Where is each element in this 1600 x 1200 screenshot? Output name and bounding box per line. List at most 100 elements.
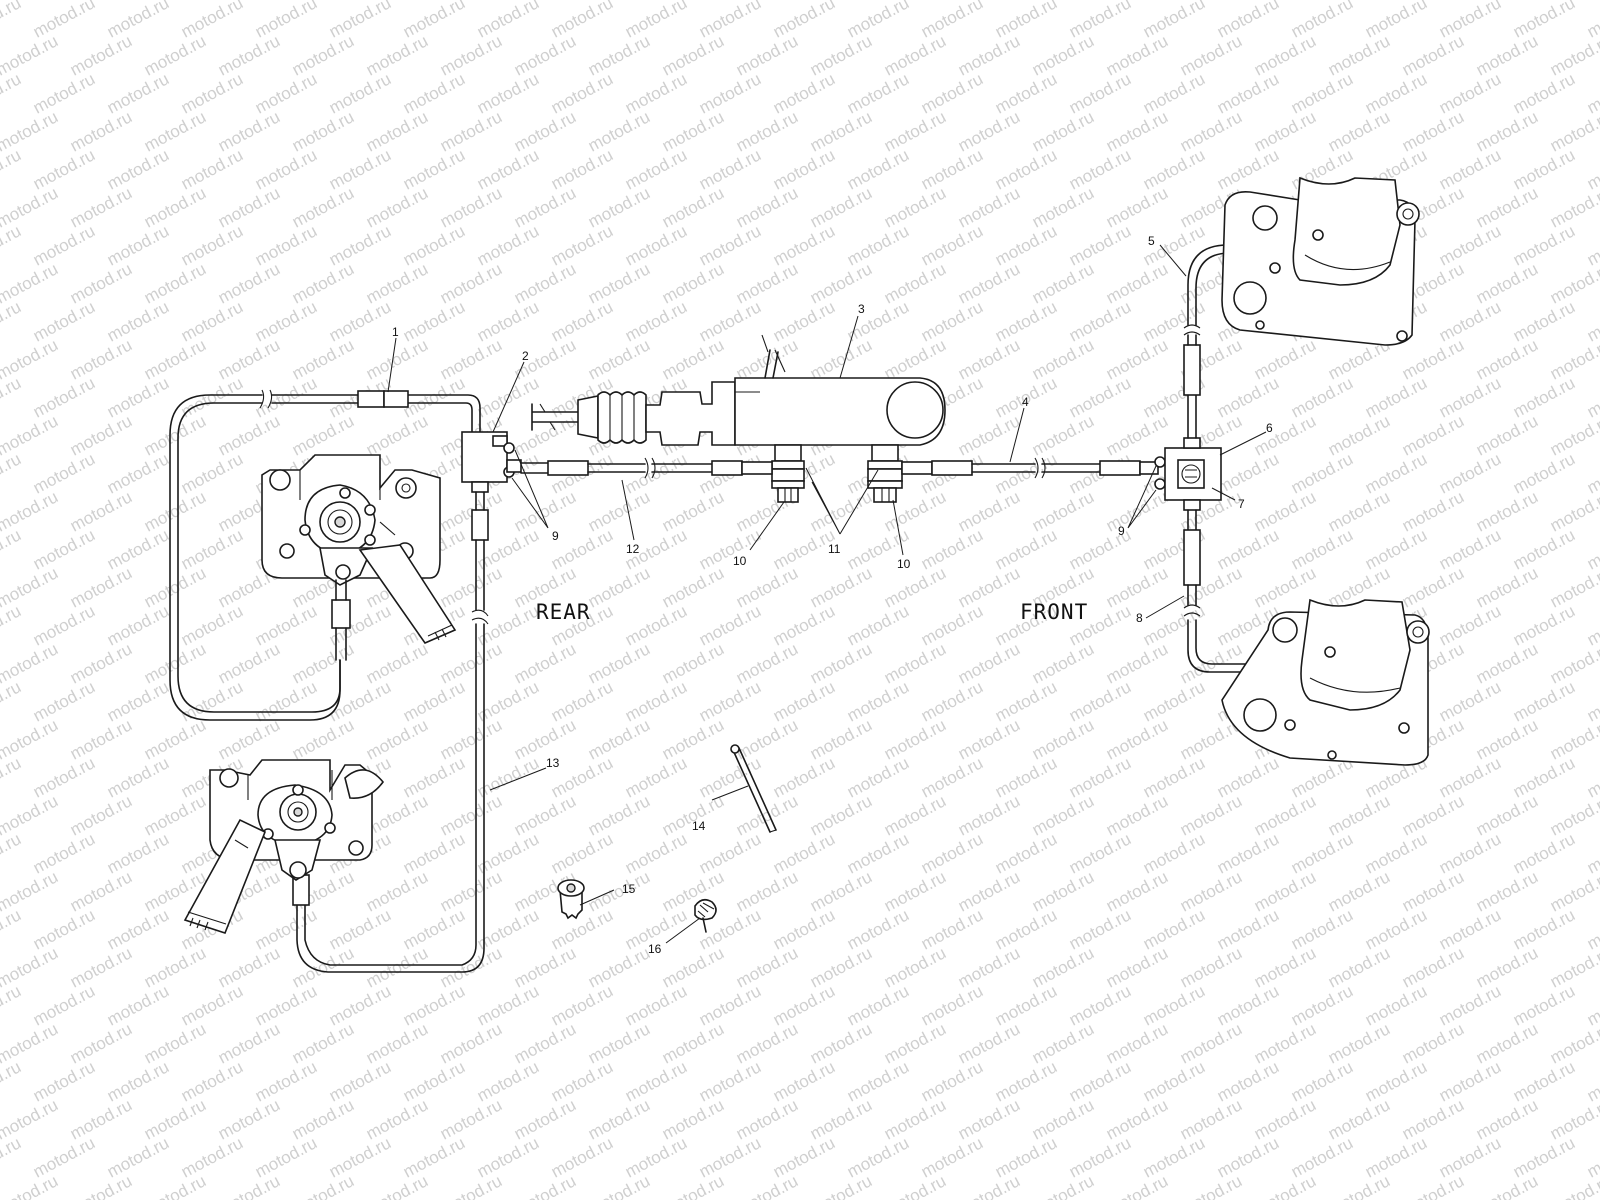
watermark-text: motod.ru: [770, 1133, 838, 1181]
watermark-text: motod.ru: [289, 715, 357, 763]
watermark-text: motod.ru: [548, 829, 616, 877]
watermark-text: motod.ru: [1584, 449, 1600, 497]
callout-3: 3: [858, 302, 865, 316]
watermark-text: motod.ru: [585, 867, 653, 915]
watermark-text: motod.ru: [1066, 1057, 1134, 1105]
brake-line-12: [520, 457, 773, 479]
watermark-text: motod.ru: [992, 525, 1060, 573]
watermark-text: motod.ru: [733, 1095, 801, 1143]
watermark-text: motod.ru: [1325, 791, 1393, 839]
watermark-text: motod.ru: [622, 829, 690, 877]
watermark-text: motod.ru: [400, 221, 468, 269]
watermark-text: motod.ru: [955, 943, 1023, 991]
watermark-text: motod.ru: [437, 1171, 505, 1200]
watermark-text: motod.ru: [548, 1133, 616, 1181]
watermark-text: motod.ru: [1362, 829, 1430, 877]
watermark-text: motod.ru: [1066, 69, 1134, 117]
watermark-text: motod.ru: [1325, 1019, 1393, 1067]
watermark-text: motod.ru: [696, 981, 764, 1029]
watermark-text: motod.ru: [1436, 905, 1504, 953]
callout-10-right: 10: [897, 557, 911, 571]
watermark-text: motod.ru: [733, 563, 801, 611]
watermark-text: motod.ru: [363, 791, 431, 839]
watermark-text: motod.ru: [955, 259, 1023, 307]
watermark-text: motod.ru: [1029, 107, 1097, 155]
watermark-text: motod.ru: [1473, 107, 1541, 155]
watermark-text: motod.ru: [659, 943, 727, 991]
watermark-text: motod.ru: [1325, 31, 1393, 79]
watermark-text: motod.ru: [844, 0, 912, 42]
watermark-text: motod.ru: [918, 601, 986, 649]
watermark-text: motod.ru: [141, 563, 209, 611]
watermark-text: motod.ru: [807, 715, 875, 763]
watermark-text: motod.ru: [0, 525, 24, 573]
watermark-text: motod.ru: [1029, 31, 1097, 79]
watermark-text: motod.ru: [326, 69, 394, 117]
watermark-text: motod.ru: [141, 411, 209, 459]
watermark-text: motod.ru: [1251, 411, 1319, 459]
watermark-text: motod.ru: [1584, 1133, 1600, 1181]
watermark-text: motod.ru: [1325, 1095, 1393, 1143]
watermark-text: motod.ru: [1288, 1133, 1356, 1181]
watermark-text: motod.ru: [141, 183, 209, 231]
watermark-text: motod.ru: [289, 411, 357, 459]
watermark-text: motod.ru: [1066, 0, 1134, 42]
watermark-text: motod.ru: [363, 715, 431, 763]
watermark-text: motod.ru: [1547, 487, 1600, 535]
watermark-text: motod.ru: [659, 259, 727, 307]
watermark-text: motod.ru: [992, 981, 1060, 1029]
watermark-text: motod.ru: [0, 829, 24, 877]
watermark-text: motod.ru: [289, 183, 357, 231]
watermark-text: motod.ru: [1584, 601, 1600, 649]
watermark-text: motod.ru: [1103, 411, 1171, 459]
watermark-text: motod.ru: [1214, 0, 1282, 42]
watermark-text: motod.ru: [252, 297, 320, 345]
watermark-text: motod.ru: [696, 145, 764, 193]
watermark-text: motod.ru: [1177, 943, 1245, 991]
watermark-text: motod.ru: [1436, 753, 1504, 801]
callout-2: 2: [522, 349, 529, 363]
watermark-text: motod.ru: [326, 981, 394, 1029]
watermark-text: motod.ru: [400, 69, 468, 117]
watermark-text: motod.ru: [1584, 829, 1600, 877]
watermark-text: motod.ru: [215, 259, 283, 307]
watermark-text: motod.ru: [1288, 981, 1356, 1029]
banjo-bolt-left-10: [771, 460, 805, 503]
watermark-text: motod.ru: [733, 259, 801, 307]
watermark-text: motod.ru: [1399, 563, 1467, 611]
master-cylinder-3: [531, 334, 946, 462]
rear-caliper-lower: [183, 759, 385, 934]
watermark-text: motod.ru: [1510, 373, 1578, 421]
watermark-text: motod.ru: [1473, 1171, 1541, 1200]
watermark-text: motod.ru: [67, 259, 135, 307]
watermark-text: motod.ru: [770, 753, 838, 801]
watermark-text: motod.ru: [770, 905, 838, 953]
rear-junction-block-2: [461, 431, 522, 493]
watermark-text: motod.ru: [1547, 791, 1600, 839]
watermark-text: motod.ru: [1436, 69, 1504, 117]
watermark-text: motod.ru: [659, 1095, 727, 1143]
watermark-text: motod.ru: [363, 943, 431, 991]
watermark-text: motod.ru: [1362, 373, 1430, 421]
watermark-text: motod.ru: [0, 145, 24, 193]
watermark-text: motod.ru: [1399, 335, 1467, 383]
watermark-text: motod.ru: [1399, 1019, 1467, 1067]
watermark-text: motod.ru: [1399, 487, 1467, 535]
watermark-text: motod.ru: [1029, 1019, 1097, 1067]
watermark-text: motod.ru: [659, 1019, 727, 1067]
watermark-text: motod.ru: [918, 297, 986, 345]
watermark-text: motod.ru: [1029, 715, 1097, 763]
watermark-text: motod.ru: [659, 107, 727, 155]
watermark-text: motod.ru: [918, 829, 986, 877]
watermark-text: motod.ru: [363, 183, 431, 231]
watermark-text: motod.ru: [1584, 221, 1600, 269]
watermark-text: motod.ru: [622, 753, 690, 801]
watermark-text: motod.ru: [918, 677, 986, 725]
watermark-text: motod.ru: [1066, 145, 1134, 193]
watermark-text: motod.ru: [659, 31, 727, 79]
watermark-text: motod.ru: [992, 1133, 1060, 1181]
watermark-text: motod.ru: [30, 601, 98, 649]
watermark-text: motod.ru: [437, 1019, 505, 1067]
watermark-text: motod.ru: [918, 981, 986, 1029]
watermark-text: motod.ru: [400, 905, 468, 953]
